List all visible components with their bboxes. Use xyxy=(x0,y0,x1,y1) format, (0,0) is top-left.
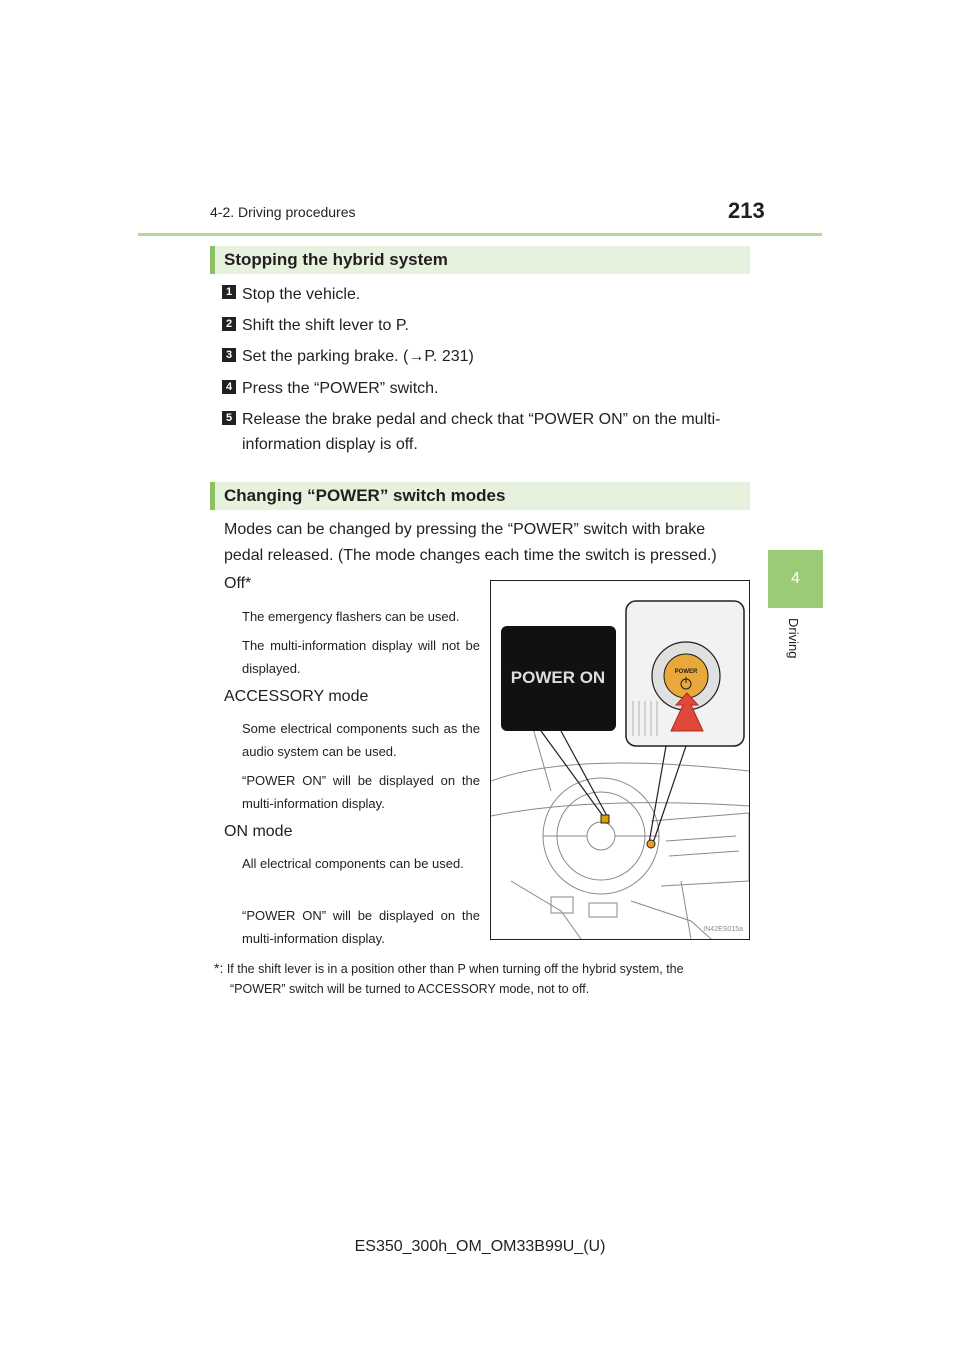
power-button-label: POWER xyxy=(675,669,698,675)
mode-desc: All electrical components can be used. xyxy=(242,856,464,871)
step-number: 5 xyxy=(222,411,236,425)
mode-desc: “POWER ON” will be displayed on the mult… xyxy=(242,773,480,811)
mode-desc: The emergency flashers can be used. xyxy=(242,609,460,624)
step-number: 1 xyxy=(222,285,236,299)
step-text: Press the “POWER” switch. xyxy=(242,380,439,397)
mode-title-off: Off* xyxy=(224,575,252,592)
modes-intro-line2: pedal released. (The mode changes each t… xyxy=(224,547,717,564)
footnote-text: If the shift lever is in a position othe… xyxy=(226,962,684,976)
mode-desc: Some electrical components such as the a… xyxy=(242,721,480,759)
document-code: ES350_300h_OM_OM33B99U_(U) xyxy=(354,1238,606,1255)
step-text: Release the brake pedal and check that “… xyxy=(242,411,721,428)
display-label: POWER ON xyxy=(511,668,605,687)
page-number: 213 xyxy=(728,198,765,223)
power-switch-illustration: POWER ON POWER IN42ES015a xyxy=(490,580,750,940)
step-number: 4 xyxy=(222,380,236,394)
mode-desc: The multi-information display will not b… xyxy=(242,638,480,676)
modes-heading: Changing “POWER” switch modes xyxy=(210,482,750,510)
step-number: 2 xyxy=(222,317,236,331)
modes-heading-text: Changing “POWER” switch modes xyxy=(224,486,506,505)
chapter-tab: 4 xyxy=(768,550,823,608)
mode-title-on: ON mode xyxy=(224,823,293,840)
step-text: Shift the shift lever to P. xyxy=(242,317,409,334)
footnote-line1: *: If the shift lever is in a position o… xyxy=(214,958,750,979)
chapter-number: 4 xyxy=(791,570,800,587)
dashboard-drawing: POWER ON POWER IN42ES015a xyxy=(491,600,749,939)
stopping-heading: Stopping the hybrid system xyxy=(210,246,750,274)
chapter-label: Driving xyxy=(786,618,801,659)
footnote-mark: *: xyxy=(214,960,224,976)
step-text: Set the parking brake. (→P. 231) xyxy=(242,348,474,365)
footnote-line2: “POWER” switch will be turned to ACCESSO… xyxy=(230,982,590,996)
step-number: 3 xyxy=(222,348,236,362)
modes-intro-line1: Modes can be changed by pressing the “PO… xyxy=(224,521,706,538)
step-text-continued: information display is off. xyxy=(242,436,418,453)
image-code: IN42ES015a xyxy=(703,926,743,933)
header-rule xyxy=(138,233,822,236)
mode-title-accessory: ACCESSORY mode xyxy=(224,688,369,705)
chapter-label-container: Driving xyxy=(783,618,803,688)
mode-desc: “POWER ON” will be displayed on the mult… xyxy=(242,908,480,946)
stopping-heading-text: Stopping the hybrid system xyxy=(224,250,448,269)
section-title: 4-2. Driving procedures xyxy=(210,204,356,220)
step-text: Stop the vehicle. xyxy=(242,286,361,303)
